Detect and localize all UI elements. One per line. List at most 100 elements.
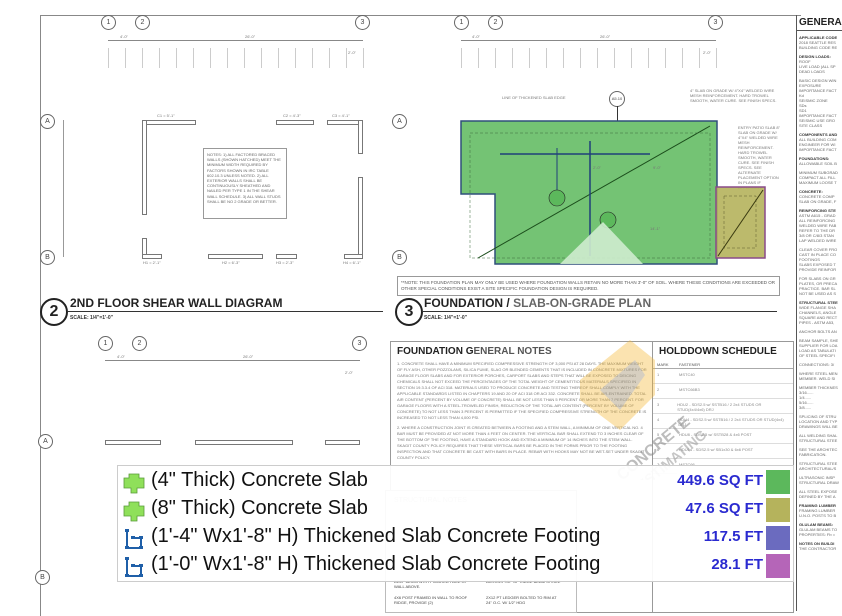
general-note-line: 3/16...... — [799, 390, 814, 395]
shear-wall-h3 — [276, 254, 297, 259]
general-note-line: ALL STEEL EXPOSE — [799, 489, 838, 494]
general-note-line: STRUCTURAL STEE — [799, 461, 838, 466]
general-note-line: ALL WELDING SHAL — [799, 433, 838, 438]
general-note-line: 3/8...... — [799, 405, 812, 410]
wall-tag: H2 = 6'-3" — [222, 260, 240, 265]
general-note-line: WELDED WIRE FAB — [799, 223, 837, 228]
general-note-line: PROVIDE REINFOR — [799, 267, 837, 272]
general-note-line: ALLOWABLE SOIL B — [799, 161, 837, 166]
legend-color-swatch[interactable] — [766, 554, 790, 578]
general-note-line: IMPORTANCE FACT — [799, 147, 837, 152]
grid-bubble-col-3: 3 — [352, 336, 367, 351]
shear-wall-left — [142, 120, 147, 215]
slab-8in-area[interactable] — [715, 186, 767, 260]
legend-item-footing-1-0[interactable]: (1'-0" Wx1'-8" H) Thickened Slab Concret… — [118, 552, 793, 580]
legend-item-4in-slab[interactable]: (4" Thick) Concrete Slab 449.6 SQ FT — [118, 468, 793, 496]
grid-bubble-col-2: 2 — [132, 336, 147, 351]
dim-label: 26'-0" — [243, 354, 254, 359]
general-note-line: DESIGN LOADS: — [799, 54, 831, 59]
general-note-line: ROOF — [799, 59, 811, 64]
wall-tag: C3 = 4'-1" — [332, 113, 350, 118]
general-note-line: ALL BUILDING COM — [799, 137, 837, 142]
general-note-line: DRAWINGS WILL BE — [799, 424, 838, 429]
legend-quantity: 117.5 FT — [703, 528, 763, 545]
general-note-line: SPLICING OF STRU — [799, 414, 837, 419]
grid-bubble-row-b: B — [392, 250, 407, 265]
general-note-line: CHANNELS, ANGLE — [799, 310, 837, 315]
callout-entry-patio: ENTRY PATIO SLAB 8" SLAB ON GRADE W/ 4"X… — [738, 125, 781, 190]
linear-measure-icon — [125, 557, 143, 577]
general-note-line: SEE THE ARCHITEC — [799, 447, 838, 452]
wall-tag: H1 = 2'-1" — [143, 260, 161, 265]
shear-wall-c1 — [142, 120, 196, 125]
dim-label: 4'-0" — [472, 34, 480, 39]
grid-bubble-col-1: 1 — [98, 336, 113, 351]
dim-label: 4'-0" — [117, 354, 125, 359]
general-note-line: CONCRETE: — [799, 189, 823, 194]
shear-wall-notes: NOTES: 1) ALL FACTORED BRACED WALLS (SHO… — [203, 148, 287, 219]
general-note-line: BASIC DESIGN WIN — [799, 78, 837, 83]
grid-bubble-row-a: A — [40, 114, 55, 129]
legend-label: (1'-4" Wx1'-8" H) Thickened Slab Concret… — [151, 525, 601, 547]
general-note-line: FRAMING LUMBER — [799, 503, 836, 508]
dim-label: 26'-0" — [245, 34, 256, 39]
general-note-line: SLAB ON GRADE, F — [799, 199, 837, 204]
general-note-line: 2018 SEATTLE RES — [799, 40, 836, 45]
general-note-line: DEFINED BY THE A — [799, 494, 836, 499]
legend-color-swatch[interactable] — [766, 470, 790, 494]
col-header-fastener: FASTENER — [679, 362, 701, 367]
general-note-line: BEAM SAMPLE, SHE — [799, 338, 839, 343]
slab-4in-area[interactable] — [460, 118, 720, 268]
general-note-line: SLABS EXPOSED T — [799, 262, 836, 267]
general-note-line: SQUARE AND RECT — [799, 315, 838, 320]
dim-label: 4'-0" — [120, 34, 128, 39]
drawing-title-2: 2ND FLOOR SHEAR WALL DIAGRAM — [70, 296, 283, 310]
legend-label: (1'-0" Wx1'-8" H) Thickened Slab Concret… — [151, 553, 601, 575]
area-polygon-icon — [123, 473, 145, 494]
general-note-line: IMPORTANCE FACT — [799, 113, 837, 118]
shear-wall-h1 — [142, 254, 162, 259]
grid-bubble-col-1: 1 — [101, 15, 116, 30]
legend-label: (4" Thick) Concrete Slab — [151, 469, 368, 491]
general-note-line: LOAD AS TABULATI — [799, 348, 836, 353]
holddown-schedule-title: HOLDDOWN SCHEDULE — [659, 346, 777, 357]
legend-color-swatch[interactable] — [766, 526, 790, 550]
wall-tag: H4 = 6'-1" — [343, 260, 361, 265]
area-polygon-icon — [123, 501, 145, 522]
general-note-line: SEISMIC ZONE — [799, 98, 828, 103]
general-note-line: BUILDING CODE RE — [799, 45, 838, 50]
general-note-line: APPLICABLE CODE — [799, 35, 838, 40]
grid-bubble-col-2: 2 — [135, 15, 150, 30]
general-note-line: LIVE LOAD (ALL SP — [799, 64, 836, 69]
general-note-line: FOR SLABS ON GR — [799, 276, 836, 281]
general-note-line: SDs — [799, 103, 807, 108]
general-note-line: MEMBER. WELD SI — [799, 376, 836, 381]
legend-color-swatch[interactable] — [766, 498, 790, 522]
general-note-line: ULTRASONIC INSP — [799, 475, 835, 480]
general-note-line: SITE CLASS — [799, 123, 823, 128]
legend-item-8in-slab[interactable]: (8" Thick) Concrete Slab 47.6 SQ FT — [118, 496, 793, 524]
section-marker[interactable]: A5.10 — [609, 91, 625, 107]
general-note-line: ARCHITECTURAL/S — [799, 466, 837, 471]
general-note-line: MINIMUM SUBGRAD — [799, 170, 838, 175]
shear-wall-h2 — [208, 254, 263, 259]
general-note-line: CONNECTIONS: 3/ — [799, 362, 835, 367]
drawing-scale-2: SCALE: 1/4"=1'-0" — [70, 315, 114, 321]
grid-bubble-col-3: 3 — [708, 15, 723, 30]
legend-item-footing-1-4[interactable]: (1'-4" Wx1'-8" H) Thickened Slab Concret… — [118, 524, 793, 552]
linear-measure-icon — [125, 529, 143, 549]
structural-note: 2X12 PT LEDGER BOLTED TO RIM AT 24" O.C.… — [486, 595, 557, 605]
dim-label: 9'-0" — [653, 165, 661, 170]
general-note-line: WIDE FLANGE SHA — [799, 305, 836, 310]
drawing-number-2: 2 — [40, 298, 68, 326]
general-note-line: REINFORCING STE — [799, 208, 836, 213]
general-note-line: SD1 — [799, 108, 807, 113]
foundation-note-1: 1. CONCRETE SHALL HAVE A MINIMUM SPECIFI… — [397, 361, 647, 420]
general-note-line: DEAD LOADS — [799, 69, 825, 74]
shear-wall-right-bottom — [358, 177, 363, 259]
general-note-line: MAXIMUM LOOSE T — [799, 180, 837, 185]
